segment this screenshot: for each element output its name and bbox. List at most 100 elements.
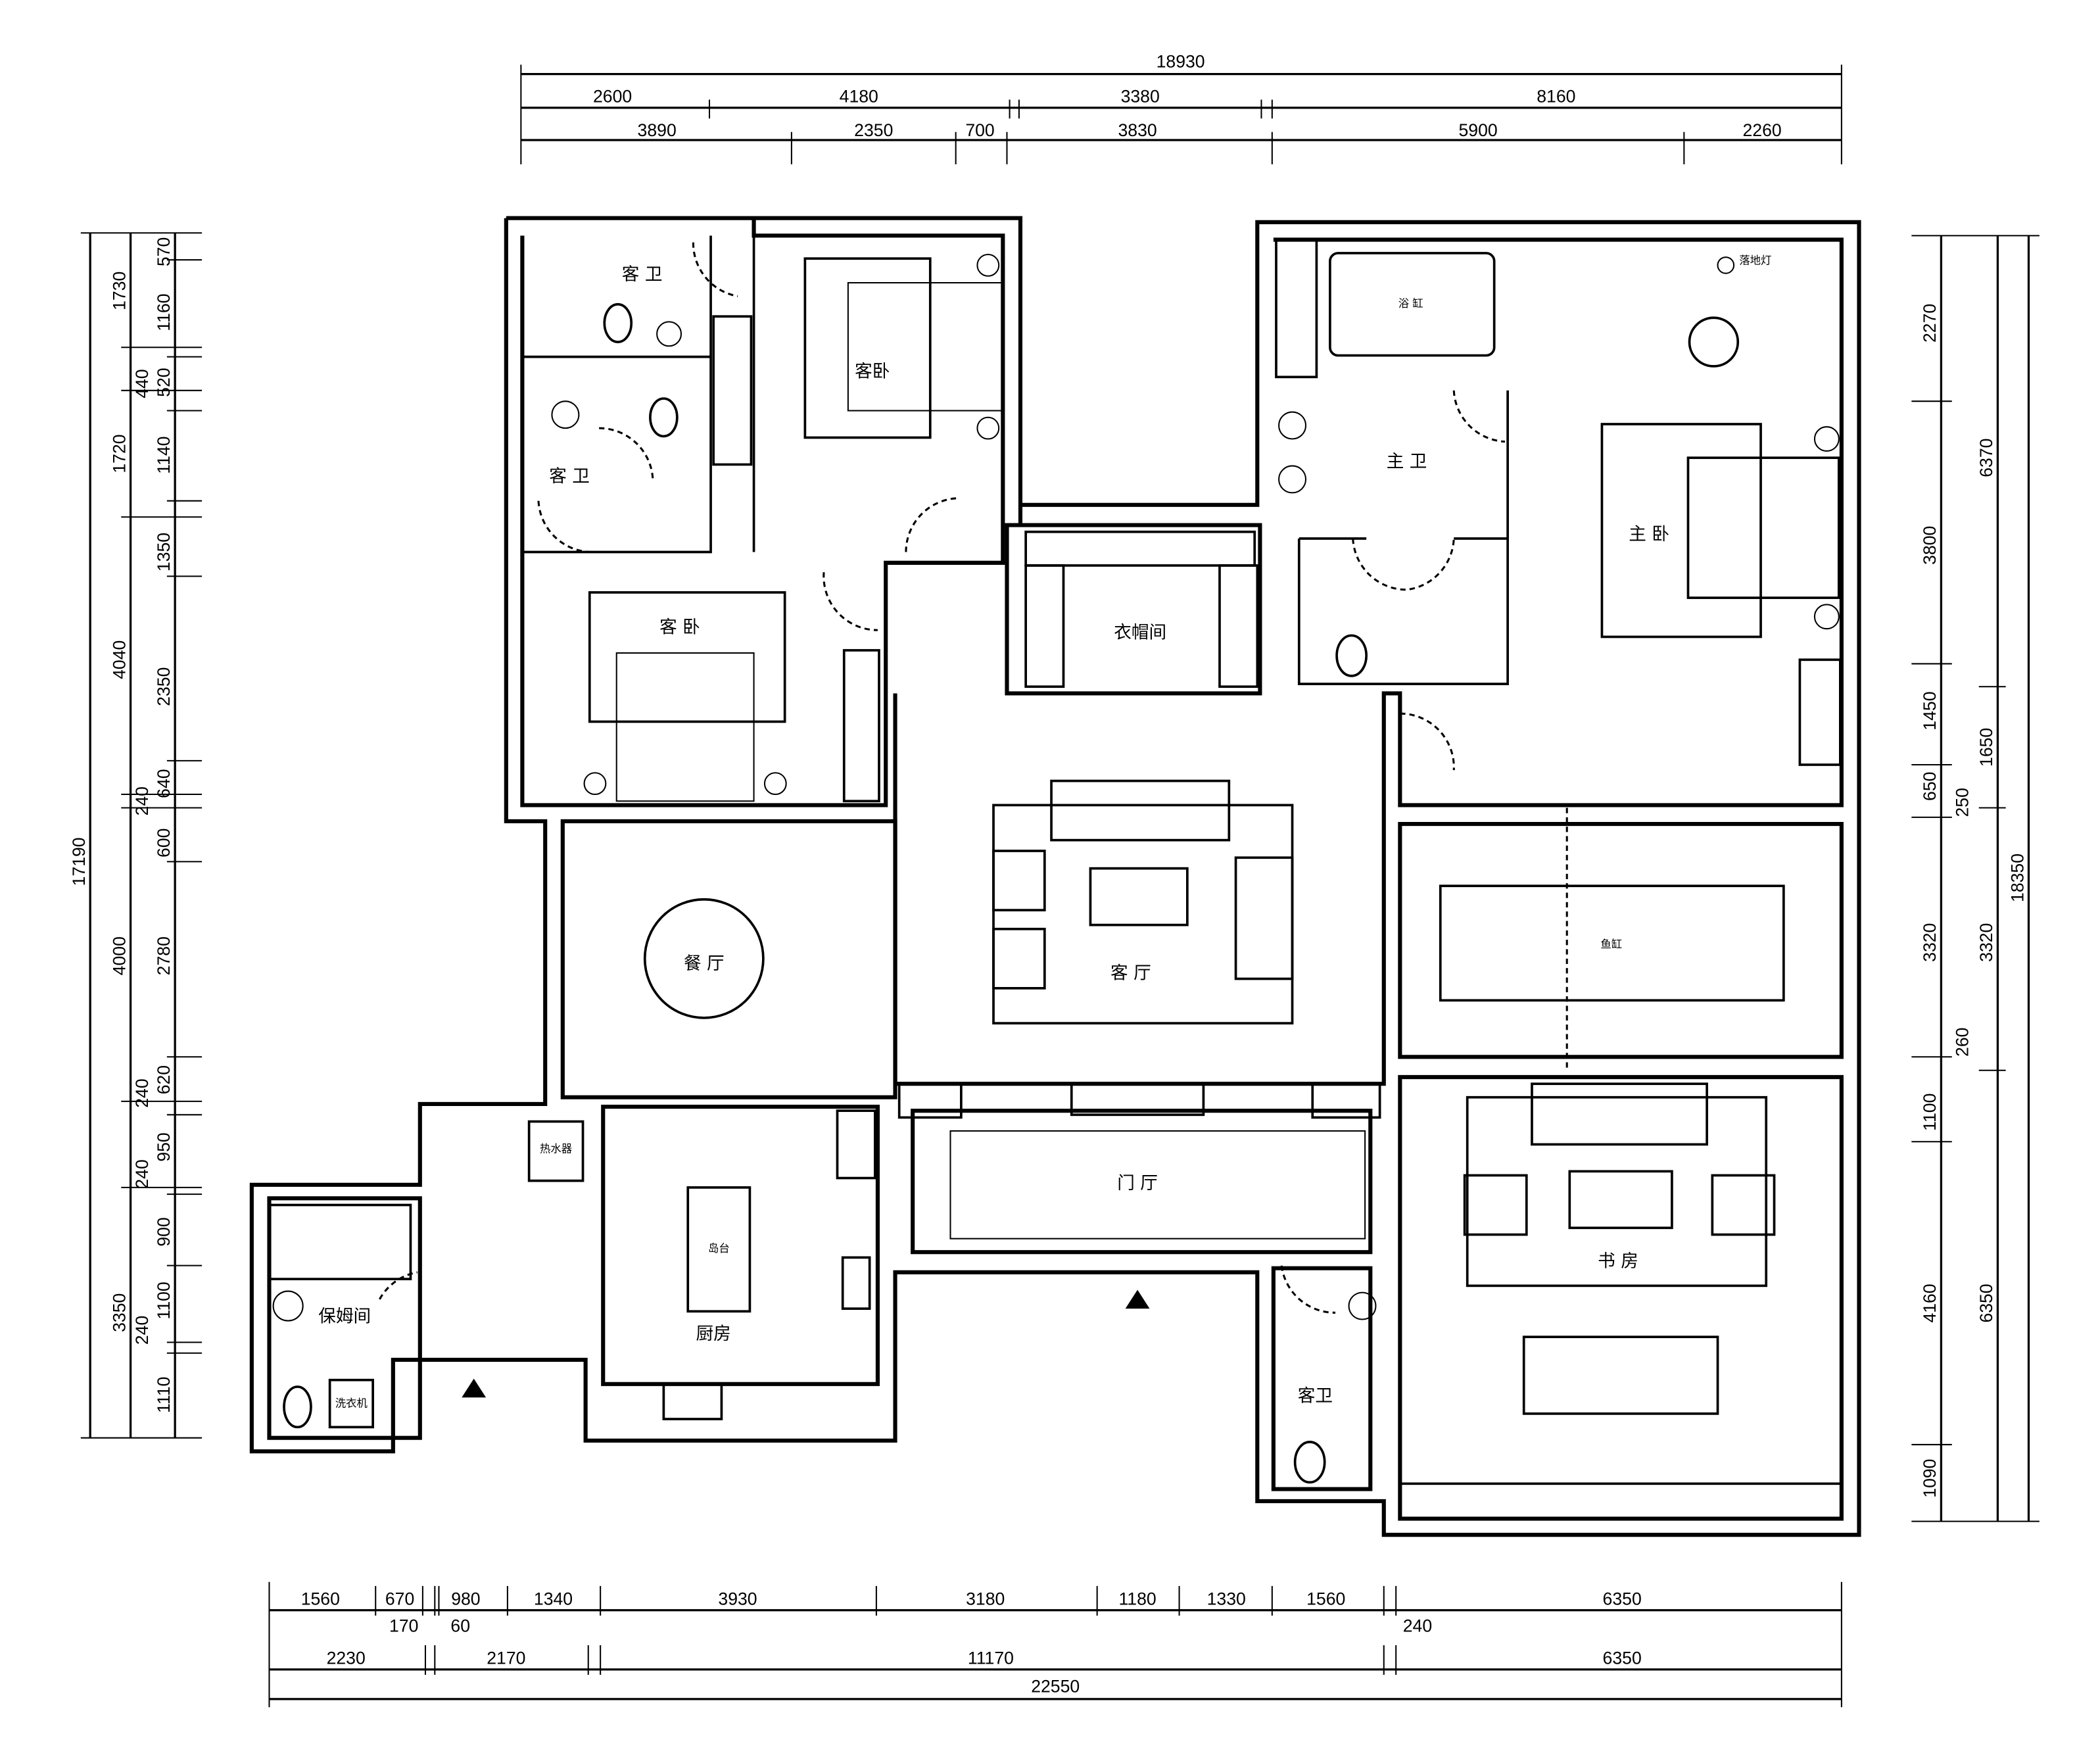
dim-label: 4040 — [109, 640, 129, 679]
dim-label: 3380 — [1121, 87, 1160, 107]
dim-label: 8160 — [1537, 87, 1575, 107]
bottom-dimensions: 1560 670 980 1340 3930 3180 1180 1330 15… — [268, 1581, 1842, 1708]
island — [686, 1186, 752, 1313]
dim-label: 240 — [132, 786, 152, 815]
dim-label: 2270 — [1920, 304, 1940, 343]
label-water-heater: 热水器 — [540, 1143, 572, 1155]
master-bed — [1686, 456, 1840, 599]
wardrobe — [1218, 564, 1259, 688]
dim-label: 2260 — [1742, 120, 1781, 140]
dim-label: 3180 — [966, 1589, 1005, 1609]
dim-label: 2350 — [854, 120, 893, 140]
walls — [249, 216, 1861, 1537]
dim-label: 3830 — [1118, 120, 1157, 140]
dim-label: 640 — [154, 769, 174, 798]
dim-label: 240 — [132, 1078, 152, 1107]
sofa — [1050, 779, 1231, 842]
dim-label: 5900 — [1458, 120, 1497, 140]
dim-label: 2600 — [593, 87, 632, 107]
top-dimensions: 18930 2600 4180 3380 8160 3890 2350 700 … — [520, 51, 1842, 164]
dim-label: 520 — [154, 368, 174, 397]
dim-label: 3890 — [638, 120, 677, 140]
water-heater — [527, 1120, 585, 1182]
rug — [992, 804, 1294, 1024]
dim-label: 670 — [385, 1589, 414, 1609]
label-island: 岛台 — [708, 1242, 730, 1255]
sink-icon — [551, 400, 580, 429]
floor-lamp-icon — [1717, 256, 1735, 274]
dim-label: 600 — [154, 829, 174, 857]
furniture — [268, 238, 1843, 1520]
dim-label: 1330 — [1207, 1589, 1246, 1609]
desk — [1522, 1336, 1719, 1415]
toilet-icon — [283, 1385, 312, 1429]
dim-label: 1730 — [109, 272, 129, 310]
wardrobe — [712, 315, 753, 466]
wardrobe — [1024, 564, 1065, 688]
dim-label: 1110 — [154, 1377, 174, 1413]
nightstand-lamp-icon — [976, 416, 1000, 440]
coffee-table — [1568, 1170, 1673, 1230]
bed — [847, 281, 1004, 412]
rug — [803, 257, 932, 439]
dim-label: 700 — [965, 120, 994, 140]
label-living: 客 厅 — [1110, 963, 1151, 984]
dim-label: 6370 — [1976, 439, 1996, 477]
label-master-bedroom: 主 卧 — [1629, 524, 1669, 544]
dim-label: 950 — [154, 1132, 174, 1161]
dim-top-total: 18930 — [1157, 51, 1205, 71]
label-kitchen: 厨房 — [696, 1324, 731, 1344]
sink-icon — [1278, 465, 1307, 494]
toilet-icon — [603, 302, 633, 343]
rug — [1600, 423, 1762, 638]
dim-label: 900 — [154, 1217, 174, 1246]
rug — [1466, 1095, 1768, 1288]
right-dimensions: 2270 3800 1450 650 3320 1100 4160 1090 2… — [1911, 235, 2040, 1522]
dim-label: 6350 — [1976, 1284, 1996, 1322]
dim-label: 1140 — [154, 436, 174, 473]
toilet-icon — [1293, 1441, 1326, 1484]
dim-label: 3800 — [1920, 526, 1940, 565]
coffee-table — [1089, 867, 1189, 927]
dim-label: 1560 — [301, 1589, 340, 1609]
dim-label: 240 — [132, 1159, 152, 1188]
dim-label: 240 — [132, 1316, 152, 1345]
round-table — [1688, 316, 1740, 368]
dim-label: 6350 — [1603, 1589, 1642, 1609]
sink-icon — [272, 1290, 304, 1322]
sink-icon — [1348, 1291, 1377, 1320]
dim-label: 1160 — [154, 293, 174, 331]
wardrobe — [842, 649, 880, 803]
label-washer: 洗衣机 — [335, 1397, 368, 1410]
sink-icon — [841, 1256, 871, 1310]
dim-label: 2780 — [154, 936, 174, 975]
dim-label: 570 — [154, 237, 174, 266]
dim-label: 260 — [1952, 1028, 1972, 1057]
dim-label: 3930 — [718, 1589, 757, 1609]
dim-label: 1100 — [154, 1282, 174, 1319]
left-dimensions: 17190 1730 1720 4040 4000 3350 440 240 2… — [69, 232, 203, 1439]
label-guest-bedroom: 客 卧 — [659, 617, 700, 637]
toilet-icon — [649, 397, 679, 438]
dim-label: 3350 — [109, 1293, 129, 1332]
label-dining: 餐 厅 — [684, 953, 725, 974]
single-bed — [268, 1203, 412, 1280]
dim-label: 1450 — [1920, 691, 1940, 730]
dim-label: 980 — [451, 1589, 480, 1609]
dim-label: 1090 — [1920, 1459, 1940, 1498]
label-guest-bath: 客卫 — [1298, 1385, 1333, 1406]
dim-label: 250 — [1952, 788, 1972, 817]
label-floor-lamp: 落地灯 — [1739, 254, 1771, 266]
label-fish-tank: 鱼缸 — [1600, 938, 1622, 950]
cabinet — [1398, 1482, 1843, 1520]
dim-label: 2230 — [327, 1649, 366, 1668]
dim-label: 170 — [389, 1616, 418, 1636]
sofa — [1531, 1082, 1708, 1146]
label-guest-bedroom: 客卧 — [855, 361, 890, 381]
toilet-icon — [1335, 634, 1368, 677]
dim-label: 6350 — [1603, 1649, 1642, 1668]
washing-machine — [328, 1378, 374, 1429]
dim-label: 3320 — [1976, 923, 1996, 962]
dim-label: 1560 — [1306, 1589, 1345, 1609]
label-guest-bath: 客 卫 — [549, 466, 590, 487]
